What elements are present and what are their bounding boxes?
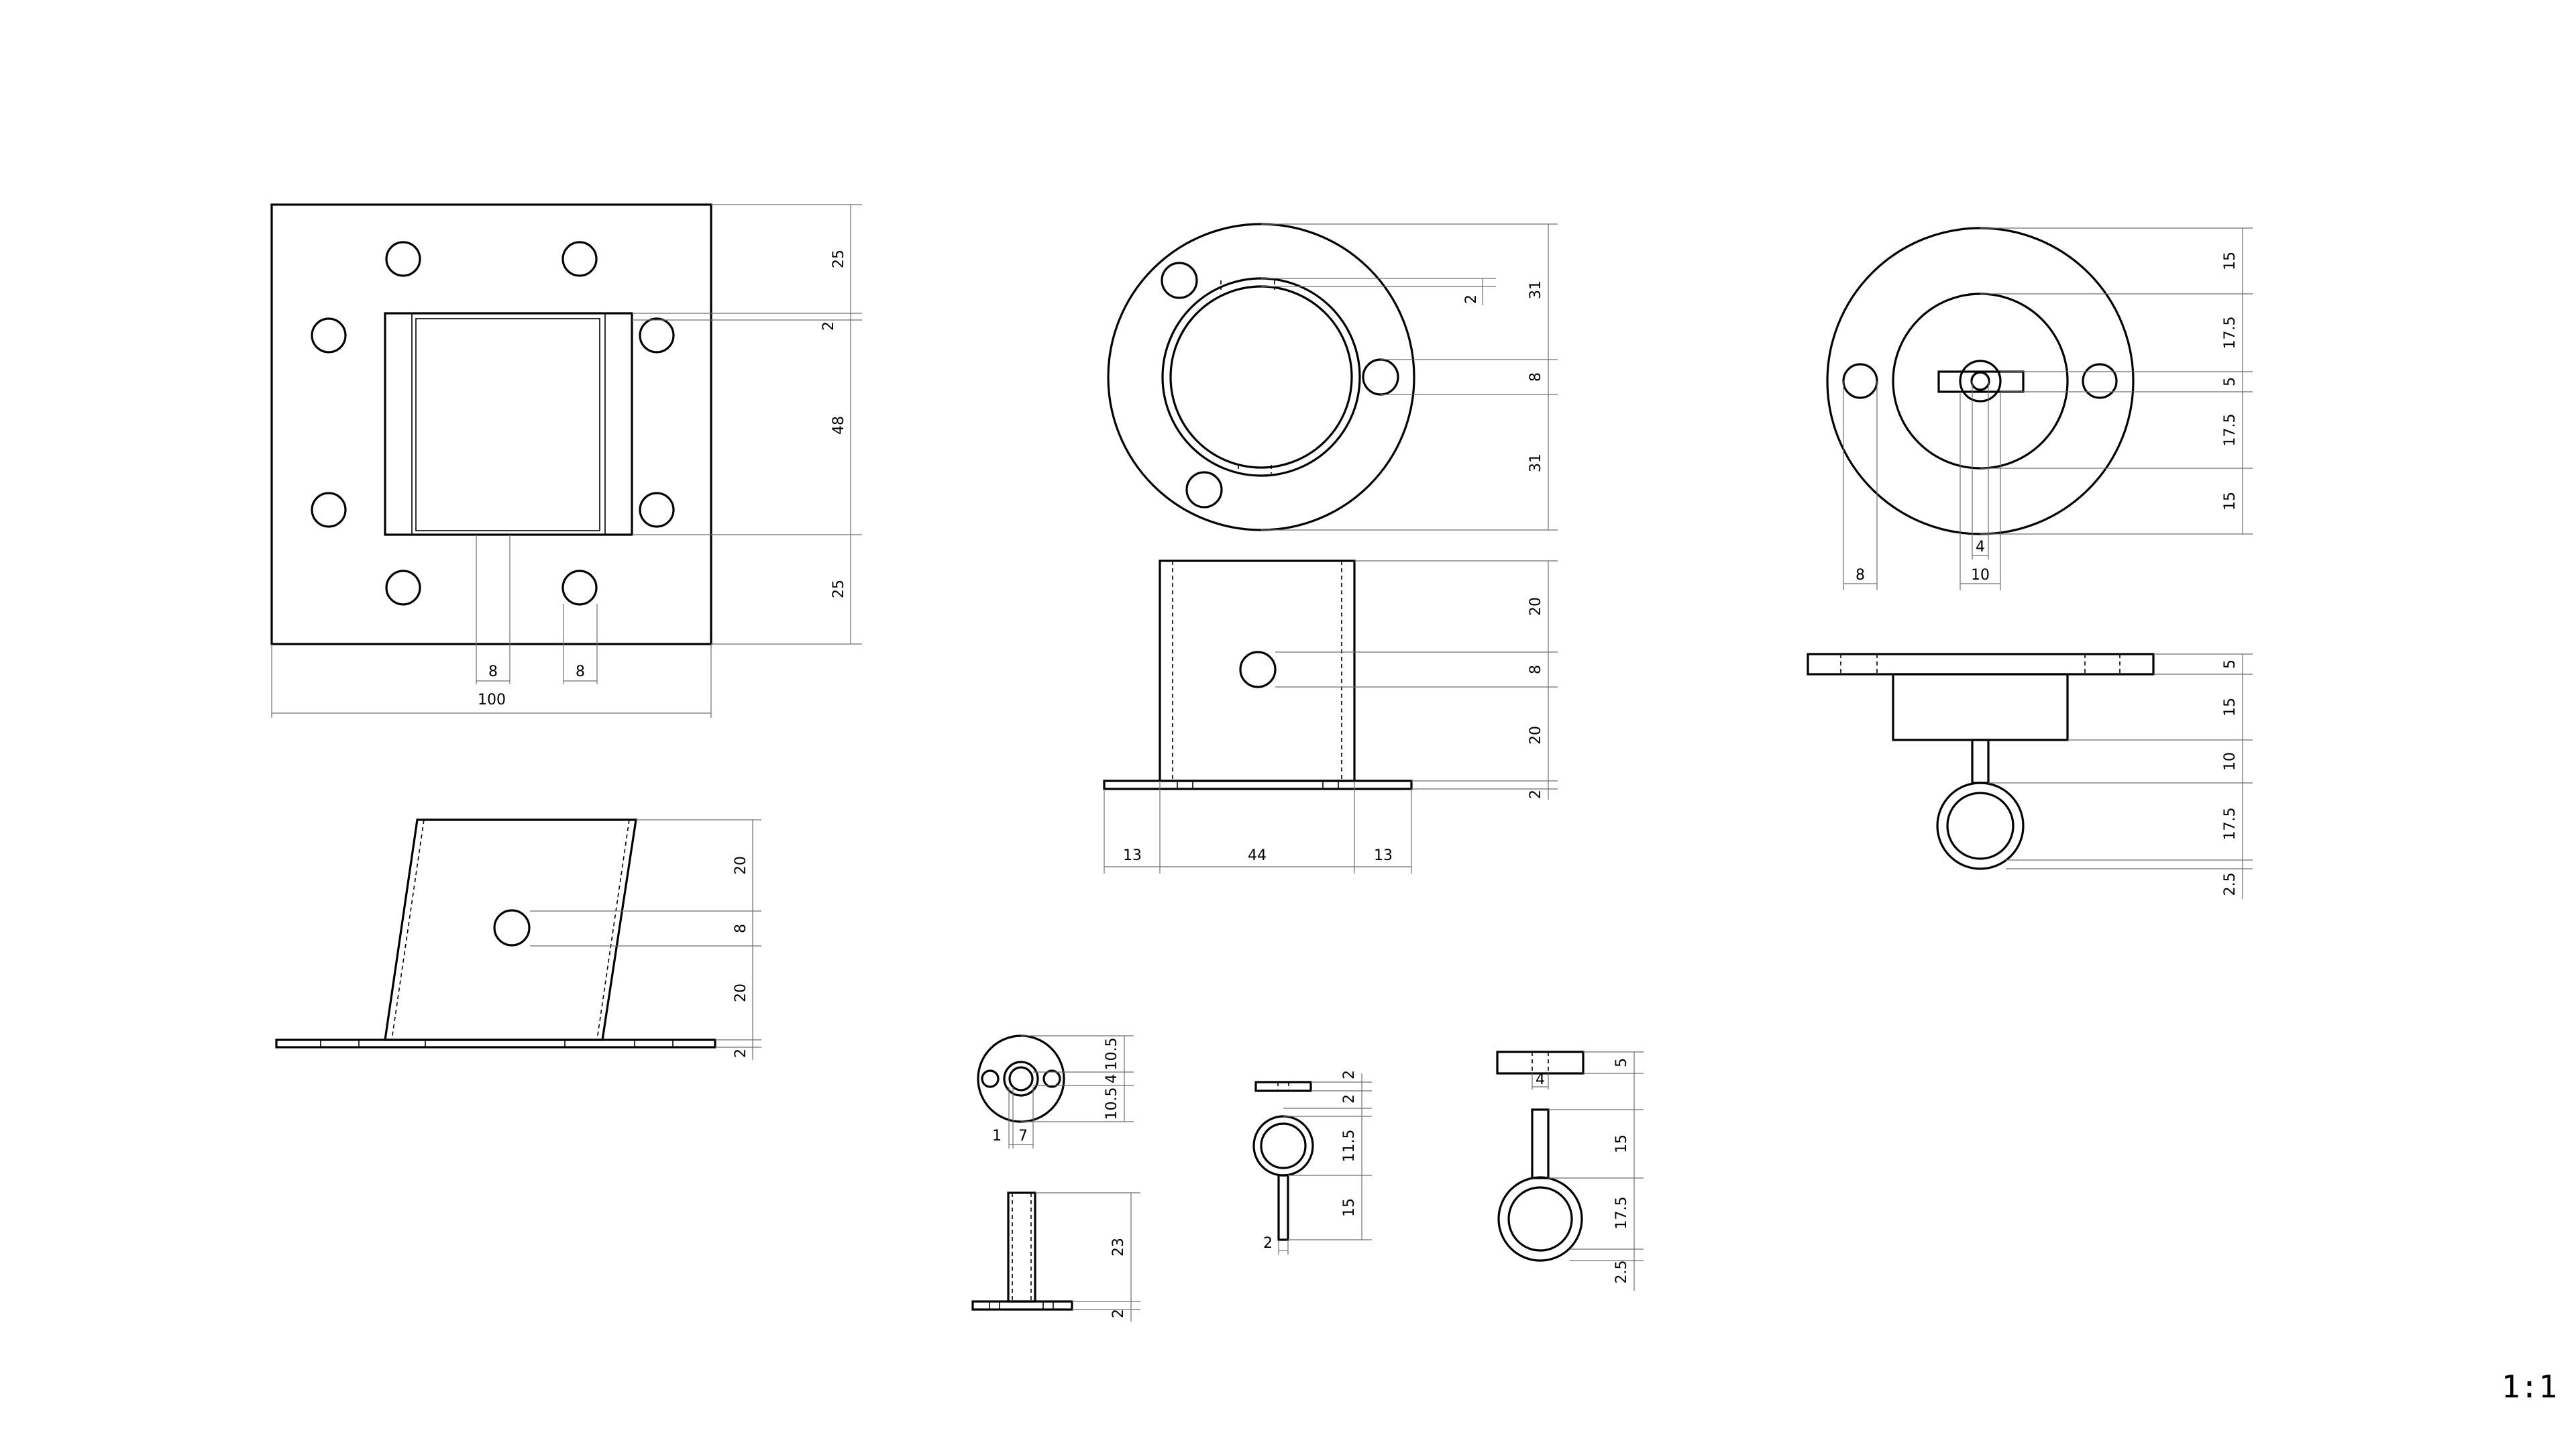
- ring-hanger-side-view: [1807, 653, 2253, 899]
- dim-label: 25: [830, 250, 847, 268]
- dim-label: 17.5: [2222, 808, 2239, 841]
- dim-label: 5: [1613, 1058, 1630, 1067]
- dim-label: 17.5: [2222, 414, 2239, 447]
- dim-label: 10: [1971, 567, 1990, 584]
- dim-label: 8: [1527, 372, 1544, 382]
- dim-label: 20: [1527, 597, 1544, 616]
- dim-label: 15: [2222, 252, 2239, 270]
- tube-front-view: [1103, 560, 1558, 873]
- scale-label: 1:1: [2501, 1369, 2557, 1405]
- dim-label: 8: [576, 663, 585, 680]
- dim-label: 4: [1976, 539, 1985, 555]
- dim-label: 10.5: [1104, 1038, 1120, 1071]
- dim-label: 7: [1018, 1128, 1028, 1145]
- small-disc-top-view: [977, 1034, 1134, 1149]
- dim-label: 5: [2222, 659, 2239, 669]
- dim-label: 5: [2222, 377, 2239, 386]
- dim-label: 2: [1263, 1235, 1273, 1252]
- dim-label: 4: [1536, 1071, 1545, 1088]
- hook-ring-view: [1496, 1051, 1644, 1291]
- dim-label: 25: [830, 580, 847, 598]
- dim-label: 15: [2222, 698, 2239, 716]
- dim-label: 31: [1527, 280, 1544, 299]
- dim-label: 13: [1123, 847, 1142, 864]
- dim-label: 4: [1104, 1074, 1120, 1083]
- dimension-labels: 25 2 48 25 8 8 100 20 8 20 2 2 31 8 31 2…: [478, 250, 2239, 1318]
- dim-label: 2: [1110, 1309, 1127, 1318]
- dim-label: 48: [830, 416, 847, 435]
- dim-label: 2: [820, 321, 837, 331]
- dim-label: 15: [2222, 492, 2239, 511]
- dim-label: 15: [1341, 1198, 1358, 1217]
- dim-label: 2: [1341, 1070, 1358, 1079]
- round-flange-top-view: [1107, 223, 1558, 531]
- dim-label: 2.5: [1613, 1261, 1630, 1284]
- dim-label: 2: [1341, 1094, 1358, 1104]
- dim-label: 11.5: [1341, 1130, 1358, 1163]
- dim-label: 20: [733, 983, 749, 1002]
- dim-label: 10.5: [1104, 1087, 1120, 1120]
- dim-label: 1: [992, 1128, 1002, 1145]
- dim-label: 15: [1613, 1134, 1630, 1153]
- dim-label: 8: [733, 924, 749, 933]
- dim-label: 17.5: [1613, 1197, 1630, 1230]
- dim-label: 8: [488, 663, 498, 680]
- dim-label: 17.5: [2222, 317, 2239, 350]
- small-tube-side-view: [971, 1191, 1140, 1322]
- dim-label: 8: [1527, 665, 1544, 674]
- dim-label: 20: [733, 856, 749, 875]
- dim-label: 13: [1374, 847, 1393, 864]
- dim-label: 10: [2222, 752, 2239, 771]
- dim-label: 31: [1527, 454, 1544, 472]
- dim-label: 44: [1248, 847, 1267, 864]
- dim-label: 2: [1527, 790, 1544, 799]
- dim-label: 100: [478, 692, 506, 708]
- ring-hanger-top-view: [1826, 227, 2253, 590]
- slanted-bracket-view: [275, 818, 761, 1060]
- dim-label: 8: [1856, 567, 1865, 584]
- dim-label: 2: [1463, 295, 1480, 304]
- small-pin-ring-view: [1252, 1073, 1372, 1255]
- dim-label: 23: [1110, 1238, 1127, 1257]
- dim-label: 20: [1527, 726, 1544, 745]
- square-plate-top-view: [270, 203, 862, 718]
- dim-label: 2: [733, 1049, 749, 1058]
- dim-label: 2.5: [2222, 873, 2239, 896]
